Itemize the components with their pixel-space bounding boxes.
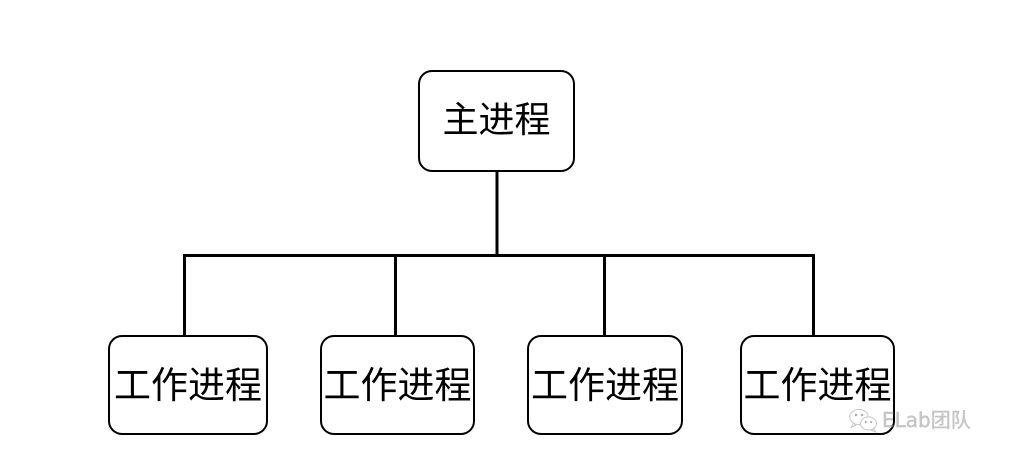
node-worker-process-1[interactable]: 工作进程 [108,335,268,435]
node-worker-process-4[interactable]: 工作进程 [740,335,895,435]
node-worker-process-2[interactable]: 工作进程 [320,335,475,435]
node-worker-process-4-label: 工作进程 [743,363,892,407]
node-main-process-label: 主进程 [442,100,551,141]
node-worker-process-1-label: 工作进程 [114,363,262,407]
node-worker-process-3-label: 工作进程 [531,363,679,407]
node-worker-process-3[interactable]: 工作进程 [527,335,683,435]
node-main-process[interactable]: 主进程 [418,70,575,172]
node-worker-process-2-label: 工作进程 [323,363,472,407]
